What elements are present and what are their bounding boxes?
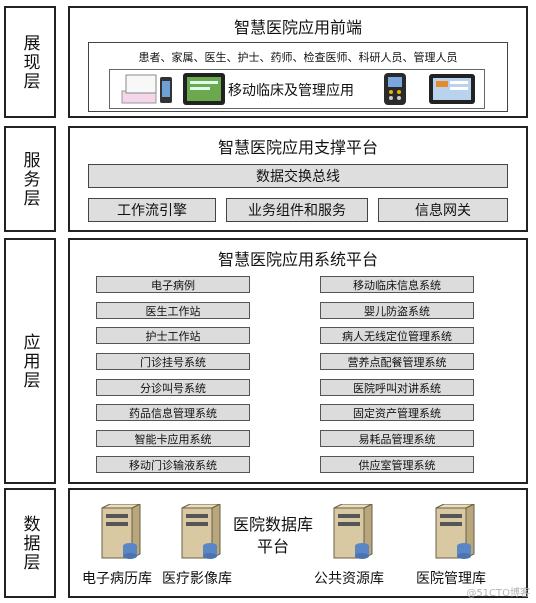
- system-item: 护士工作站: [96, 327, 250, 344]
- layer-label-presentation: 展现层: [4, 6, 56, 118]
- information-gateway: 信息网关: [378, 198, 508, 222]
- system-item: 病人无线定位管理系统: [320, 327, 474, 344]
- system-item: 易耗品管理系统: [320, 430, 474, 447]
- data-layer-box: 医院数据库平台 电子病历库 医疗影像库 公共资源库 医院管理库: [68, 488, 528, 598]
- database-server-icon: [181, 504, 221, 559]
- watermark: @51CTO博客: [466, 588, 530, 599]
- system-item: 供应室管理系统: [320, 456, 474, 473]
- mobile-apps-caption: 移动临床及管理应用: [228, 83, 354, 99]
- application-layer-label: 应用层: [19, 332, 40, 390]
- database-server-icon: [101, 504, 141, 559]
- database-server-icon: [435, 504, 475, 559]
- system-item: 智能卡应用系统: [96, 430, 250, 447]
- service-title: 智慧医院应用支撑平台: [217, 138, 378, 157]
- presentation-layer-label: 展现层: [19, 33, 40, 91]
- presentation-title: 智慧医院应用前端: [233, 18, 362, 37]
- system-item: 医院呼叫对讲系统: [320, 379, 474, 396]
- server-label-public: 公共资源库: [314, 571, 384, 587]
- data-layer-label: 数据层: [19, 514, 40, 572]
- handheld-device-icon: [384, 73, 406, 105]
- system-item: 移动门诊输液系统: [96, 456, 250, 473]
- workflow-engine: 工作流引擎: [88, 198, 216, 222]
- database-server-icon: [333, 504, 373, 559]
- layer-label-application: 应用层: [4, 238, 56, 484]
- server-label-management: 医院管理库: [416, 571, 486, 587]
- system-item: 分诊叫号系统: [96, 379, 250, 396]
- application-layer-box: 智慧医院应用系统平台 电子病例 医生工作站 护士工作站 门诊挂号系统 分诊叫号系…: [68, 238, 528, 484]
- business-components: 业务组件和服务: [226, 198, 368, 222]
- service-layer-label: 服务层: [19, 150, 40, 208]
- front-end-users-box: 患者、家属、医生、护士、药师、检查医师、科研人员、管理人员 移动临床及管理应用: [88, 42, 508, 112]
- server-label-emr: 电子病历库: [82, 571, 152, 587]
- system-item: 门诊挂号系统: [96, 353, 250, 370]
- system-item: 电子病例: [96, 276, 250, 293]
- system-item: 医生工作站: [96, 302, 250, 319]
- database-platform-title: 医院数据库平台: [232, 515, 313, 556]
- system-item: 固定资产管理系统: [320, 404, 474, 421]
- system-item: 药品信息管理系统: [96, 404, 250, 421]
- application-title: 智慧医院应用系统平台: [217, 250, 378, 269]
- mobile-apps-box: 移动临床及管理应用: [109, 69, 485, 109]
- system-item: 营养点配餐管理系统: [320, 353, 474, 370]
- server-label-imaging: 医疗影像库: [162, 571, 232, 587]
- presentation-layer-box: 智慧医院应用前端 患者、家属、医生、护士、药师、检查医师、科研人员、管理人员 移…: [68, 6, 528, 118]
- service-layer-box: 智慧医院应用支撑平台 数据交换总线 工作流引擎 业务组件和服务 信息网关: [68, 126, 528, 232]
- user-roles: 患者、家属、医生、护士、药师、检查医师、科研人员、管理人员: [138, 51, 458, 64]
- tablet-device-icon: [183, 73, 225, 105]
- layer-label-service: 服务层: [4, 126, 56, 232]
- layer-label-data: 数据层: [4, 488, 56, 598]
- data-exchange-bus: 数据交换总线: [88, 164, 508, 188]
- tablet-keyboard-icon: [121, 74, 172, 104]
- system-item: 移动临床信息系统: [320, 276, 474, 293]
- system-item: 婴儿防盗系统: [320, 302, 474, 319]
- tablet-monitor-icon: [429, 74, 475, 104]
